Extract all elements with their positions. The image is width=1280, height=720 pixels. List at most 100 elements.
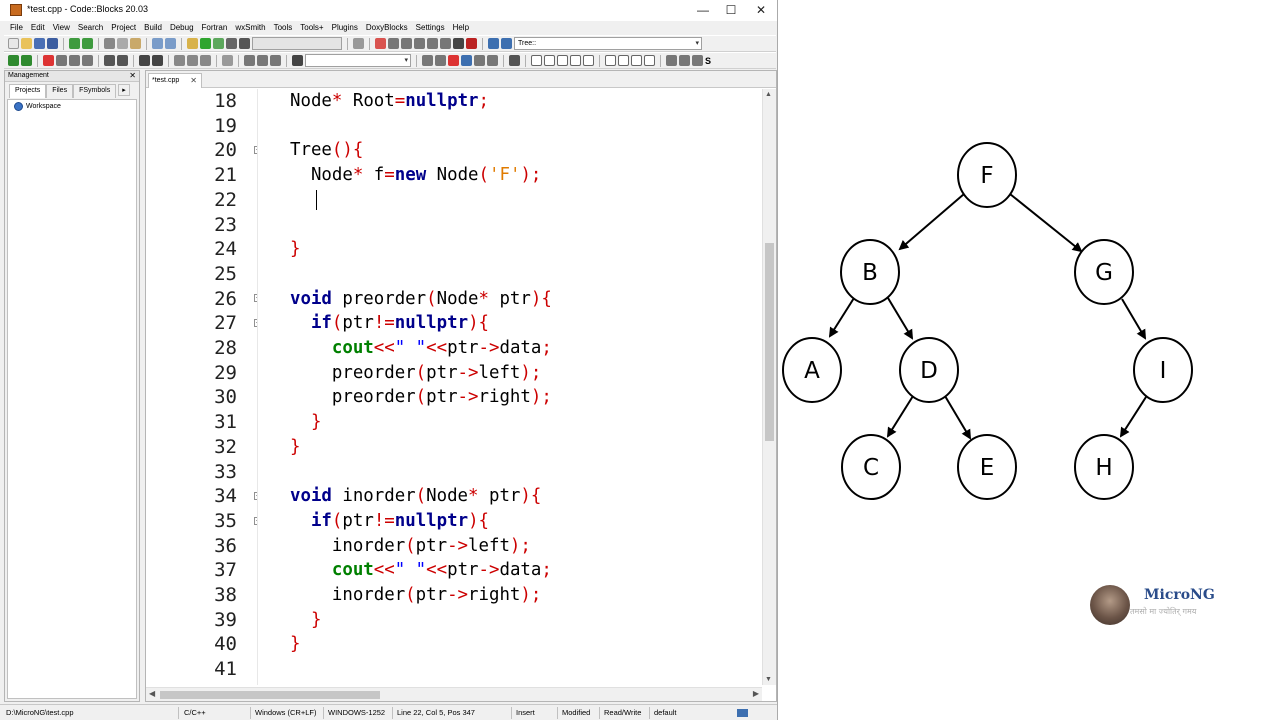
scroll-left-icon[interactable]: ◀ bbox=[149, 689, 156, 698]
rebuild-icon[interactable] bbox=[226, 38, 237, 49]
menu-build[interactable]: Build bbox=[144, 23, 162, 32]
nav-first-icon[interactable] bbox=[244, 55, 255, 66]
prev-match-icon[interactable] bbox=[422, 55, 433, 66]
menu-project[interactable]: Project bbox=[111, 23, 137, 32]
menu-tools-plus[interactable]: Tools+ bbox=[300, 23, 324, 32]
fold-toggle-icon[interactable]: − bbox=[254, 146, 257, 154]
editor-tab-test-cpp[interactable]: *test.cpp ✕ bbox=[148, 73, 202, 88]
maximize-button[interactable]: ☐ bbox=[725, 3, 737, 17]
regex-icon[interactable] bbox=[487, 55, 498, 66]
debug-window-icon[interactable] bbox=[353, 38, 364, 49]
grid-icon[interactable] bbox=[570, 55, 581, 66]
menu-debug[interactable]: Debug bbox=[169, 23, 194, 32]
menu-doxyblocks[interactable]: DoxyBlocks bbox=[365, 23, 408, 32]
zoom-in-icon[interactable] bbox=[666, 55, 677, 66]
build-and-run-icon[interactable] bbox=[213, 38, 224, 49]
match-case-icon[interactable] bbox=[474, 55, 485, 66]
rect-icon[interactable] bbox=[531, 55, 542, 66]
abort-icon[interactable] bbox=[239, 38, 250, 49]
table-icon[interactable] bbox=[583, 55, 594, 66]
cut-icon[interactable] bbox=[104, 38, 115, 49]
tab-scroll-arrow[interactable]: ▸ bbox=[118, 84, 130, 96]
run-chm-icon[interactable] bbox=[200, 55, 211, 66]
tools-icon[interactable] bbox=[222, 55, 233, 66]
debug-start-icon[interactable] bbox=[375, 38, 386, 49]
nav-record-icon[interactable] bbox=[257, 55, 268, 66]
find-icon[interactable] bbox=[152, 38, 163, 49]
next-line-icon[interactable] bbox=[401, 38, 412, 49]
clear-bookmarks-icon[interactable] bbox=[82, 55, 93, 66]
minimize-button[interactable]: — bbox=[697, 3, 709, 17]
save-icon[interactable] bbox=[34, 38, 45, 49]
horizontal-scroll-thumb[interactable] bbox=[160, 691, 380, 699]
fold-toggle-icon[interactable]: − bbox=[254, 294, 257, 302]
menu-help[interactable]: Help bbox=[452, 23, 470, 32]
step-into-icon[interactable] bbox=[414, 38, 425, 49]
redo-icon[interactable] bbox=[82, 38, 93, 49]
scroll-right-icon[interactable]: ▶ bbox=[752, 689, 759, 698]
scroll-down-icon[interactable]: ▼ bbox=[765, 676, 772, 683]
comment-block-icon[interactable] bbox=[139, 55, 150, 66]
layout-icon[interactable] bbox=[644, 55, 655, 66]
undo-icon[interactable] bbox=[69, 38, 80, 49]
tab-fsymbols[interactable]: FSymbols bbox=[73, 84, 117, 98]
step-out-icon[interactable] bbox=[427, 38, 438, 49]
highlight-icon[interactable] bbox=[448, 55, 459, 66]
menu-plugins[interactable]: Plugins bbox=[331, 23, 358, 32]
vertical-scroll-thumb[interactable] bbox=[765, 243, 774, 441]
new-file-icon[interactable] bbox=[8, 38, 19, 49]
fold-toggle-icon[interactable]: − bbox=[254, 517, 257, 525]
jump-back-icon[interactable] bbox=[8, 55, 19, 66]
zoom-out-icon[interactable] bbox=[679, 55, 690, 66]
fold-toggle-icon[interactable]: − bbox=[254, 319, 257, 327]
code-area[interactable]: Node* Root=nullptr; Tree(){ Node* f=new … bbox=[260, 89, 760, 685]
replace-icon[interactable] bbox=[165, 38, 176, 49]
menu-file[interactable]: File bbox=[10, 23, 23, 32]
wizard-icon[interactable] bbox=[117, 55, 128, 66]
next-match-icon[interactable] bbox=[435, 55, 446, 66]
scroll-up-icon[interactable]: ▲ bbox=[765, 91, 772, 98]
open-file-icon[interactable] bbox=[21, 38, 32, 49]
jump-forward-icon[interactable] bbox=[21, 55, 32, 66]
s-button[interactable]: S bbox=[705, 55, 712, 66]
fold-toggle-icon[interactable]: − bbox=[254, 492, 257, 500]
pause-icon[interactable] bbox=[453, 38, 464, 49]
run-icon[interactable] bbox=[200, 38, 211, 49]
save-all-icon[interactable] bbox=[47, 38, 58, 49]
window-icon[interactable] bbox=[631, 55, 642, 66]
panel-icon[interactable] bbox=[544, 55, 555, 66]
management-close-button[interactable]: ✕ bbox=[129, 71, 136, 80]
symbol-browser-icon[interactable] bbox=[292, 55, 303, 66]
copy-icon[interactable] bbox=[117, 38, 128, 49]
build-icon[interactable] bbox=[187, 38, 198, 49]
menu-settings[interactable]: Settings bbox=[415, 23, 445, 32]
frame-icon[interactable] bbox=[605, 55, 616, 66]
debug-windows-icon[interactable] bbox=[488, 38, 499, 49]
zoom-reset-icon[interactable] bbox=[692, 55, 703, 66]
toggle-bookmark-icon[interactable] bbox=[43, 55, 54, 66]
menu-tools[interactable]: Tools bbox=[273, 23, 293, 32]
prev-bookmark-icon[interactable] bbox=[56, 55, 67, 66]
dialog-icon[interactable] bbox=[618, 55, 629, 66]
various-info-icon[interactable] bbox=[501, 38, 512, 49]
run-to-cursor-icon[interactable] bbox=[388, 38, 399, 49]
menu-search[interactable]: Search bbox=[77, 23, 104, 32]
list-icon[interactable] bbox=[557, 55, 568, 66]
workspace-node[interactable]: Workspace bbox=[14, 102, 61, 111]
next-bookmark-icon[interactable] bbox=[69, 55, 80, 66]
extract-doc-icon[interactable] bbox=[174, 55, 185, 66]
build-target-combo[interactable] bbox=[252, 37, 342, 50]
menu-fortran[interactable]: Fortran bbox=[201, 23, 228, 32]
menu-wxsmith[interactable]: wxSmith bbox=[235, 23, 266, 32]
nav-last-icon[interactable] bbox=[270, 55, 281, 66]
select-icon[interactable] bbox=[509, 55, 520, 66]
comment-line-icon[interactable] bbox=[152, 55, 163, 66]
tab-files[interactable]: Files bbox=[46, 84, 74, 98]
horizontal-scrollbar[interactable]: ◀ ▶ bbox=[146, 687, 762, 701]
close-button[interactable]: ✕ bbox=[755, 3, 767, 17]
run-html-icon[interactable] bbox=[187, 55, 198, 66]
tab-projects[interactable]: Projects bbox=[9, 84, 47, 98]
editor-tab-close-icon[interactable]: ✕ bbox=[190, 76, 197, 85]
next-instruction-icon[interactable] bbox=[440, 38, 451, 49]
menu-view[interactable]: View bbox=[52, 23, 70, 32]
